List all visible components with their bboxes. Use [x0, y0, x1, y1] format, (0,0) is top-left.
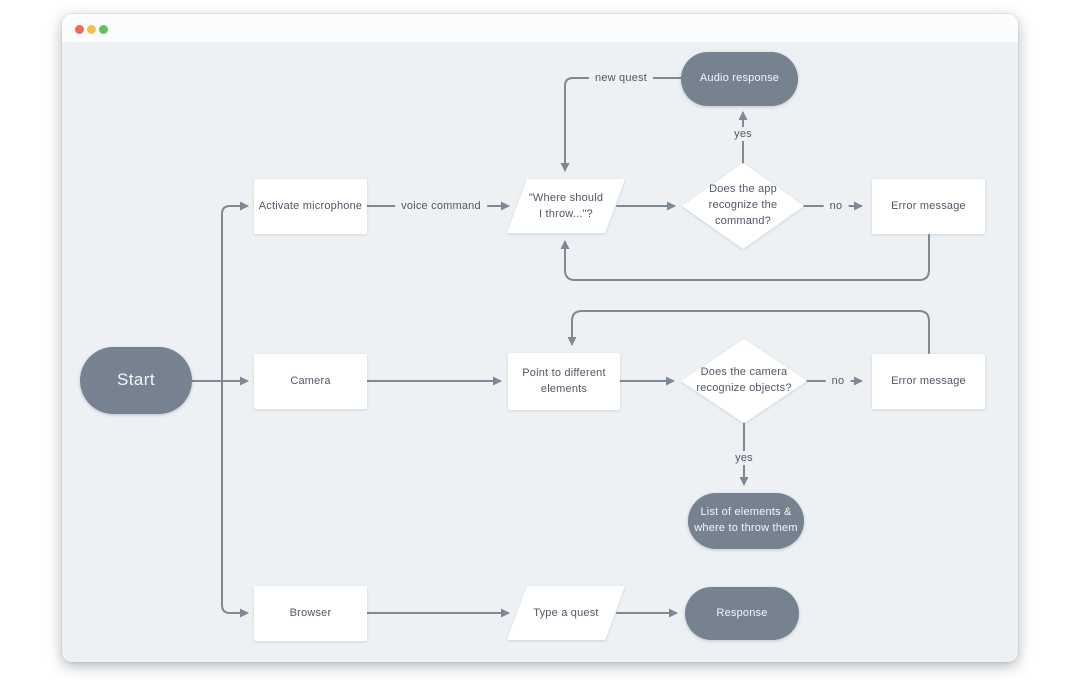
- minimize-button[interactable]: [87, 25, 96, 34]
- node-error-top-label: Error message: [891, 199, 966, 212]
- node-point-elements-line2: elements: [540, 382, 588, 395]
- titlebar: [62, 14, 1018, 42]
- node-activate-microphone[interactable]: Activate microphone: [254, 179, 367, 234]
- node-audio-response[interactable]: Audio response: [681, 52, 798, 106]
- close-button[interactable]: [75, 25, 84, 34]
- node-list-elements-line1: List of elements &: [700, 506, 792, 519]
- node-type-quest-label: Type a quest: [533, 606, 599, 619]
- node-camera-recognize[interactable]: Does the camera recognize objects?: [678, 355, 810, 407]
- node-camera[interactable]: Camera: [254, 354, 367, 409]
- node-point-elements[interactable]: Point to different elements: [508, 353, 620, 410]
- node-browser-label: Browser: [289, 606, 332, 619]
- node-app-recognize[interactable]: Does the app recognize the command?: [683, 172, 803, 240]
- node-list-elements-line2: where to throw them: [694, 522, 798, 534]
- node-camera-label: Camera: [290, 374, 331, 387]
- node-list-elements[interactable]: List of elements & where to throw them: [688, 493, 804, 549]
- node-where-throw-line2: I throw..."?: [539, 207, 593, 220]
- node-error-top[interactable]: Error message: [872, 179, 985, 234]
- node-camera-recognize-line1: Does the camera: [700, 366, 788, 379]
- maximize-button[interactable]: [99, 25, 108, 34]
- edge-label-no-top: no: [823, 199, 849, 213]
- edge-label-no-mid: no: [825, 374, 851, 388]
- node-response[interactable]: Response: [685, 587, 799, 640]
- edge-label-yes-audio: yes: [728, 127, 758, 141]
- node-app-recognize-line1: Does the app: [709, 183, 777, 196]
- node-error-mid-label: Error message: [891, 374, 966, 387]
- node-point-elements-line1: Point to different: [522, 366, 606, 379]
- node-camera-recognize-line2: recognize objects?: [696, 382, 792, 394]
- node-type-quest[interactable]: Type a quest: [507, 586, 625, 641]
- node-start[interactable]: Start: [80, 347, 192, 414]
- node-audio-response-label: Audio response: [699, 72, 780, 85]
- edge-label-yes-list: yes: [729, 451, 759, 465]
- node-activate-microphone-label: Activate microphone: [258, 199, 363, 212]
- node-start-label: Start: [117, 370, 155, 390]
- flowchart-canvas: [62, 42, 1018, 662]
- node-app-recognize-line2: recognize the: [708, 199, 778, 212]
- node-error-mid[interactable]: Error message: [872, 354, 985, 409]
- node-where-throw-line1: "Where should: [528, 191, 604, 204]
- node-browser[interactable]: Browser: [254, 586, 367, 641]
- edge-label-new-quest: new quest: [589, 71, 653, 85]
- node-app-recognize-line3: command?: [714, 214, 771, 227]
- node-response-label: Response: [716, 606, 768, 619]
- edge-label-voice-command: voice command: [395, 199, 487, 213]
- node-where-throw[interactable]: "Where should I throw..."?: [507, 179, 625, 234]
